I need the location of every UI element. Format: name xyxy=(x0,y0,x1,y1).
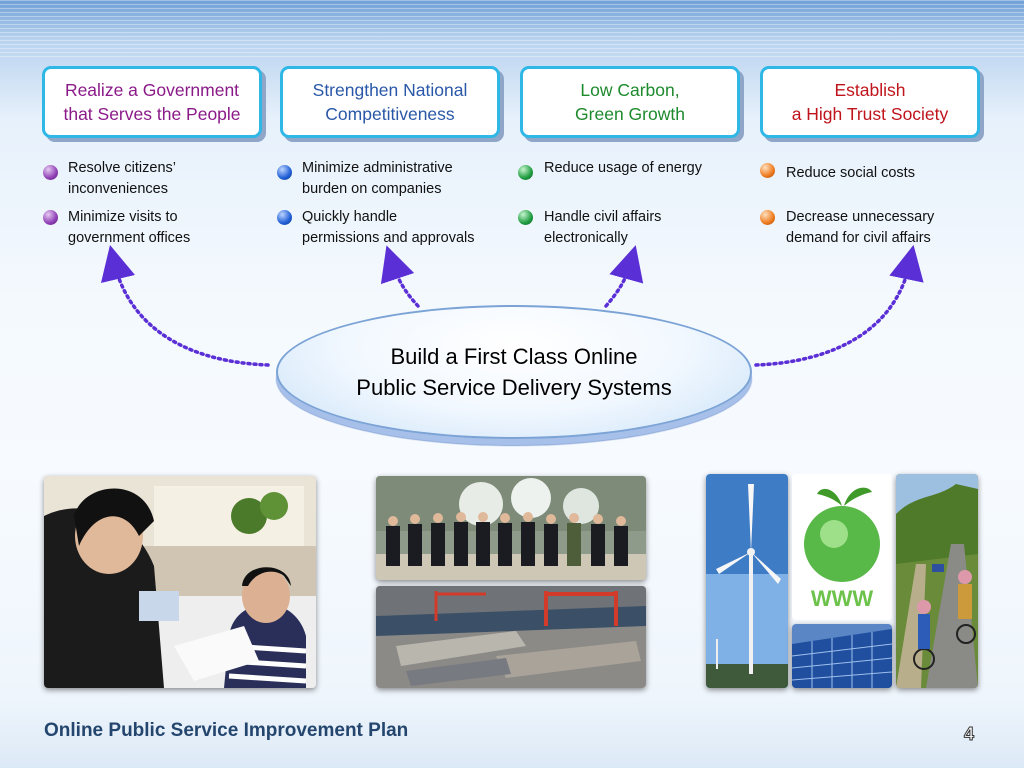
goal-item: Minimize visits to government offices xyxy=(68,209,191,246)
shipyard-photo xyxy=(376,586,646,688)
goal-card-trust-society: Establish a High Trust Society xyxy=(760,66,980,138)
bullet-icon xyxy=(43,165,58,180)
goal-title: Low Carbon, Green Growth xyxy=(575,80,685,124)
bullet-icon xyxy=(277,210,292,225)
arrow-to-goal-2 xyxy=(380,245,420,308)
goal-card-green-growth: Low Carbon, Green Growth xyxy=(520,66,740,138)
civil-service-office-photo xyxy=(44,476,316,688)
goal-item: Resolve citizens’ inconveniences xyxy=(68,160,176,197)
solar-panel-photo xyxy=(792,624,892,688)
page-number: 4 xyxy=(963,724,975,745)
green-globe-photo: WWW xyxy=(792,474,892,620)
goal-item: Handle civil affairs electronically xyxy=(544,209,662,246)
goal-title: Realize a Government that Serves the Peo… xyxy=(63,80,241,124)
arrow-to-goal-3 xyxy=(604,245,644,308)
central-goal-text: Build a First Class Online Public Servic… xyxy=(356,344,672,400)
goal-card-competitiveness: Strengthen National Competitiveness xyxy=(280,66,500,138)
bullet-icon xyxy=(518,165,533,180)
arrow-to-goal-4 xyxy=(754,244,924,367)
cycling-road-photo xyxy=(896,474,978,688)
svg-text:WWW: WWW xyxy=(811,586,874,611)
ceremony-photo xyxy=(376,476,646,580)
bullet-icon xyxy=(43,210,58,225)
goal-title: Establish a High Trust Society xyxy=(791,80,949,124)
header-stripes xyxy=(0,0,1024,60)
goal-item: Reduce usage of energy xyxy=(544,160,702,176)
goal-card-government: Realize a Government that Serves the Peo… xyxy=(42,66,262,138)
wind-turbine-photo xyxy=(706,474,788,688)
arrow-to-goal-1 xyxy=(100,244,270,367)
bullet-icon xyxy=(760,210,775,225)
central-goal: Build a First Class Online Public Servic… xyxy=(276,305,752,439)
footer-title: Online Public Service Improvement Plan xyxy=(44,720,409,741)
goal-title: Strengthen National Competitiveness xyxy=(312,80,468,124)
goal-item: Reduce social costs xyxy=(786,165,915,181)
bullet-icon xyxy=(518,210,533,225)
bullet-icon xyxy=(277,165,292,180)
goal-item: Quickly handle permissions and approvals xyxy=(302,209,475,246)
bullet-icon xyxy=(760,163,775,178)
goal-item: Decrease unnecessary demand for civil af… xyxy=(786,209,935,246)
goal-item: Minimize administrative burden on compan… xyxy=(302,160,453,197)
